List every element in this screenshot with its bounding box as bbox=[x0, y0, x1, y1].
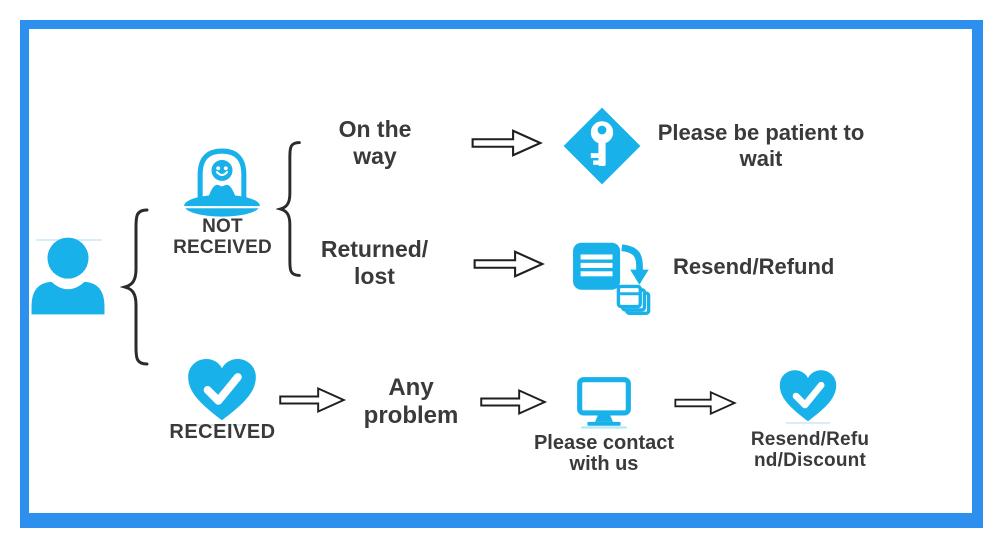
be-patient-label: Please be patient to wait bbox=[657, 120, 865, 171]
person-icon bbox=[30, 236, 106, 316]
brace-customer bbox=[120, 206, 150, 368]
arrow-right-icon bbox=[468, 127, 545, 159]
heart-check-icon bbox=[778, 368, 838, 424]
returned-lost-label: Returned/ lost bbox=[320, 236, 429, 289]
contact-us-label: Please contact with us bbox=[533, 432, 675, 475]
ufo-courier-icon bbox=[180, 146, 264, 220]
brace-not-received bbox=[276, 140, 302, 278]
heart-check-icon bbox=[186, 356, 258, 424]
not-received-label: NOT RECEIVED bbox=[160, 216, 285, 258]
not-received-line1: NOT bbox=[202, 216, 243, 237]
arrow-right-icon bbox=[477, 387, 549, 417]
decorative-line bbox=[196, 424, 248, 426]
monitor-icon bbox=[572, 373, 636, 435]
received-label: RECEIVED bbox=[169, 421, 276, 443]
resend-refund-label: Resend/Refund bbox=[673, 254, 835, 279]
any-problem-label: Any problem bbox=[363, 374, 459, 429]
arrow-right-icon bbox=[470, 248, 547, 280]
blue-frame-border bbox=[20, 20, 983, 528]
resend-refund-discount-label: Resend/Refu nd/Discount bbox=[750, 429, 870, 471]
resend-documents-icon bbox=[568, 238, 652, 318]
not-received-line2: RECEIVED bbox=[173, 237, 272, 258]
arrow-right-icon bbox=[276, 385, 348, 415]
arrow-right-icon bbox=[672, 389, 738, 417]
key-icon bbox=[562, 106, 642, 186]
on-the-way-label: On the way bbox=[338, 116, 412, 169]
decorative-line bbox=[786, 422, 830, 424]
